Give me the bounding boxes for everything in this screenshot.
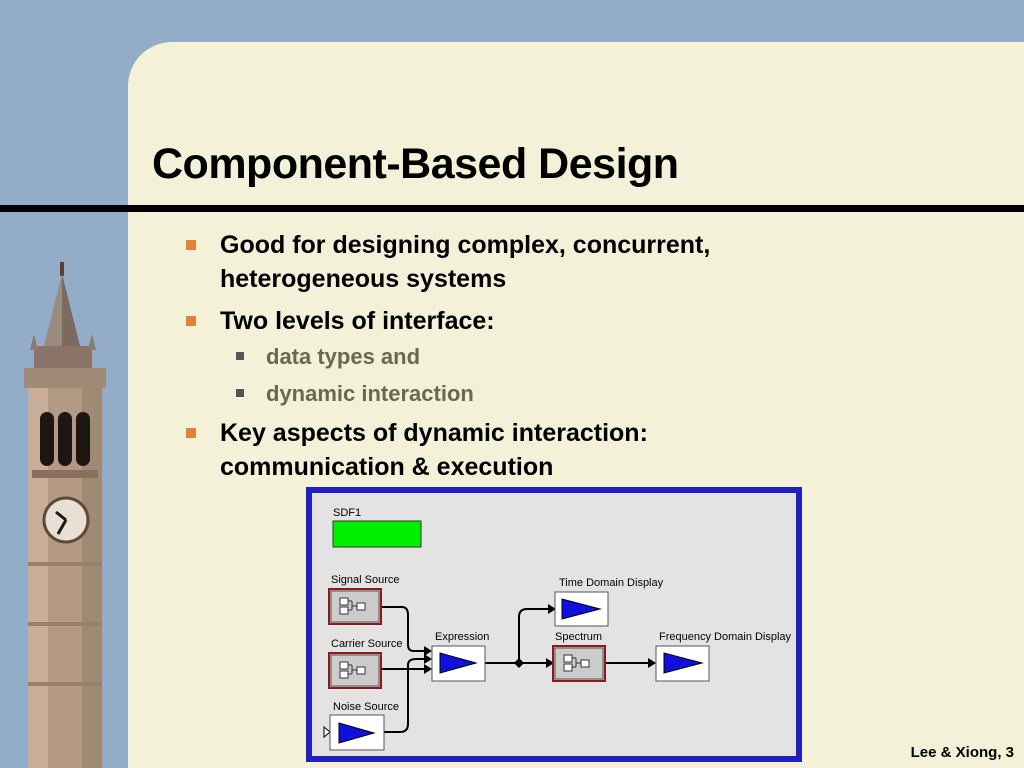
sub-bullet-item: data types and xyxy=(236,342,826,372)
director-label: SDF1 xyxy=(333,507,361,519)
bullet-square-icon xyxy=(186,240,196,250)
expression-block[interactable] xyxy=(431,645,486,682)
title-divider xyxy=(0,205,1024,212)
bullet-item: Good for designing complex, concurrent, … xyxy=(186,228,826,296)
bullet-text: Good for designing complex, concurrent, … xyxy=(220,231,711,293)
bullet-item: Two levels of interface: xyxy=(186,304,826,338)
noise-source-label: Noise Source xyxy=(333,701,399,713)
bullet-list: Good for designing complex, concurrent, … xyxy=(186,228,826,492)
frequency-domain-display-label: Frequency Domain Display xyxy=(659,631,792,643)
bullet-square-icon xyxy=(186,428,196,438)
sub-bullet-item: dynamic interaction xyxy=(236,379,826,409)
bullet-item: Key aspects of dynamic interaction: comm… xyxy=(186,416,826,484)
ptolemy-model-diagram: SDF1 Signal Source Carrier Source xyxy=(306,487,802,762)
noise-source-block[interactable] xyxy=(323,714,385,751)
expression-label: Expression xyxy=(435,631,489,643)
signal-source-label: Signal Source xyxy=(331,574,400,586)
sub-bullet-list: data types and dynamic interaction xyxy=(186,342,826,409)
sub-bullet-text: dynamic interaction xyxy=(266,381,474,406)
carrier-source-block[interactable] xyxy=(328,652,382,689)
sdf-director[interactable] xyxy=(332,520,422,548)
frequency-domain-display-block[interactable] xyxy=(655,645,710,682)
sub-bullet-square-icon xyxy=(236,352,244,360)
time-domain-display-block[interactable] xyxy=(554,591,609,627)
bullet-text: Two levels of interface: xyxy=(220,307,495,335)
bullet-text: Key aspects of dynamic interaction: comm… xyxy=(220,419,648,481)
signal-source-block[interactable] xyxy=(328,588,382,625)
sub-bullet-square-icon xyxy=(236,389,244,397)
time-domain-display-label: Time Domain Display xyxy=(559,577,664,589)
spectrum-block[interactable] xyxy=(552,645,606,682)
spectrum-label: Spectrum xyxy=(555,631,602,643)
sub-bullet-text: data types and xyxy=(266,344,421,369)
carrier-source-label: Carrier Source xyxy=(331,638,403,650)
slide-title: Component-Based Design xyxy=(152,140,679,188)
slide-footer: Lee & Xiong, 3 xyxy=(910,744,1014,761)
bullet-square-icon xyxy=(186,316,196,326)
campanile-tower-image xyxy=(24,262,106,768)
